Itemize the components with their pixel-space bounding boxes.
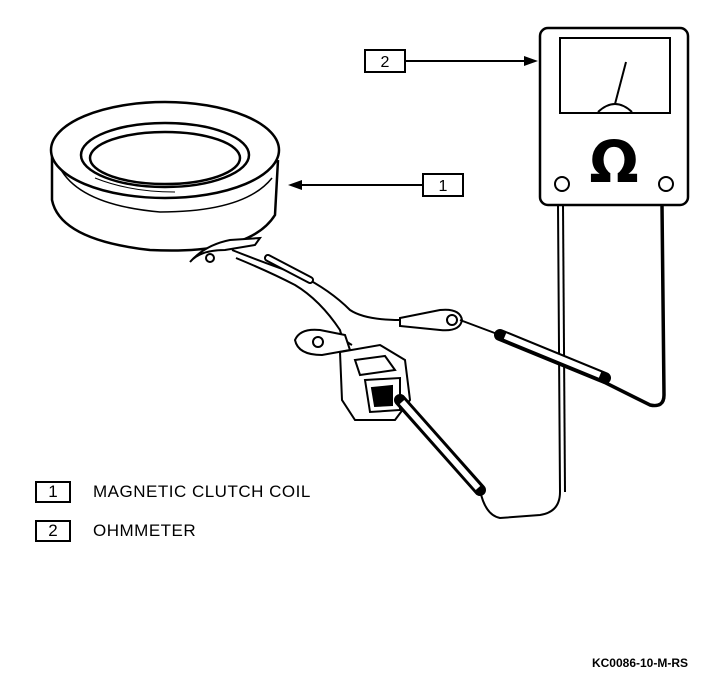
meter-jack-right — [658, 176, 674, 192]
callout-1: 1 — [288, 173, 464, 197]
ohmmeter: Ω — [538, 26, 690, 207]
callout-2-number: 2 — [381, 54, 390, 71]
callout-2: 2 — [364, 49, 538, 73]
legend-row-1: 1 MAGNETIC CLUTCH COIL — [35, 481, 311, 503]
ohm-symbol: Ω — [589, 128, 638, 196]
figure-code: KC0086-10-M-RS — [591, 656, 688, 670]
test-leads — [394, 204, 666, 520]
legend-label-2: OHMMETER — [93, 521, 197, 540]
legend-row-2: 2 OHMMETER — [35, 520, 196, 542]
meter-jack-left — [554, 176, 570, 192]
legend-number-2: 2 — [35, 520, 71, 542]
ground-tab — [293, 328, 352, 357]
legend-label-1: MAGNETIC CLUTCH COIL — [93, 482, 311, 501]
callout-1-number: 1 — [439, 178, 448, 195]
coil-bracket — [189, 236, 263, 263]
magnetic-clutch-coil — [49, 100, 281, 252]
legend-number-1: 1 — [35, 481, 71, 503]
connector — [338, 343, 412, 421]
ring-terminal — [399, 308, 464, 332]
